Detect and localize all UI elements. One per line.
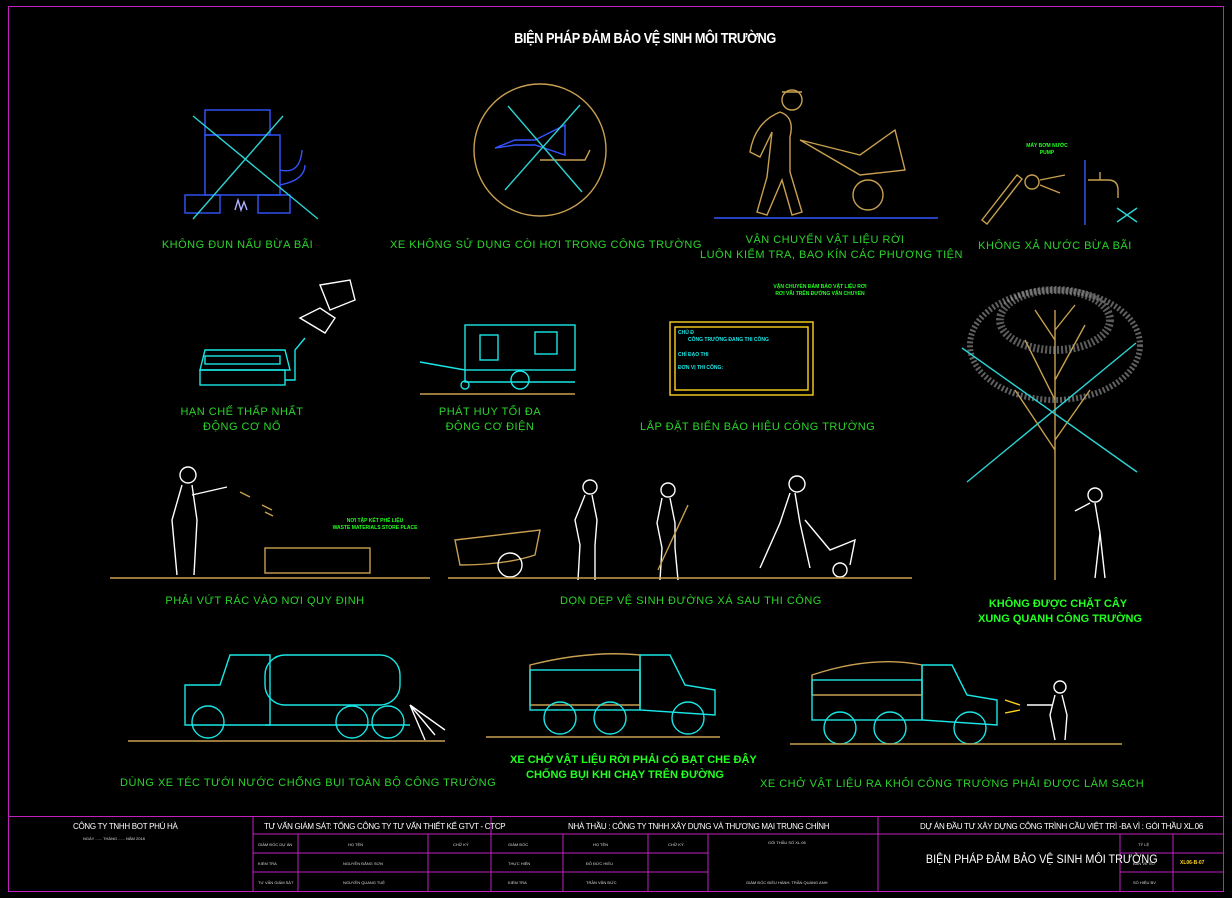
tb-n-package: GÓI THẦU SỐ XL.06 — [768, 840, 806, 845]
title-block: CÔNG TY TNHH BOT PHÚ HÀ NGÀY ...... THÁN… — [8, 816, 1224, 892]
caption-tanker: DÙNG XE TÉC TƯỚI NƯỚC CHỐNG BỤI TOÀN BỘ … — [120, 777, 497, 789]
tb-c-role3: TƯ VẤN GIÁM SÁT — [258, 880, 294, 885]
electric-generator-icon — [419, 324, 576, 395]
caption-waste: PHẢI VỨT RÁC VÀO NƠI QUY ĐỊNH — [165, 595, 365, 607]
caption-no-cooking: KHÔNG ĐUN NẤU BỪA BÃI — [161, 239, 314, 251]
tb-drawing-title: BIỆN PHÁP ĐẢM BẢO VỆ SINH MÔI TRƯỜNG — [925, 852, 1158, 866]
caption-no-horn: XE KHÔNG SỬ DỤNG CÒI HƠI TRONG CÔNG TRƯỜ… — [390, 239, 702, 251]
tb-n-role1: GIÁM ĐỐC — [508, 842, 529, 847]
tb-contractor: NHÀ THẦU : CÔNG TY TNHH XÂY DỰNG VÀ THƯƠ… — [568, 822, 830, 831]
tb-scale: TỶ LỆ — [1138, 842, 1150, 847]
tb-company: CÔNG TY TNHH BOT PHÚ HÀ — [73, 822, 178, 831]
tb-c-name3: NGUYỄN QUANG TUỆ — [343, 880, 385, 885]
tb-project: DỰ ÁN ĐẦU TƯ XÂY DỰNG CÔNG TRÌNH CẦU VIỆ… — [920, 822, 1203, 831]
covered-truck-icon — [486, 653, 720, 738]
tb-n-owner: GIÁM ĐỐC ĐIỀU HÀNH: TRẦN QUANG ANH — [746, 880, 828, 885]
tb-c-role2: KIỂM TRA — [258, 861, 277, 866]
tb-n-role3: KIỂM TRA — [508, 880, 527, 885]
no-horn-icon — [473, 83, 607, 217]
tb-n-col-name: HỌ TÊN — [593, 842, 609, 847]
water-tanker-icon — [128, 654, 446, 742]
combustion-engine-icon — [199, 279, 356, 386]
tb-c-name2: NGUYỄN ĐĂNG SƠN — [343, 861, 383, 866]
drawing-title: BIỆN PHÁP ĐẢM BẢO VỆ SINH MÔI TRƯỜNG — [514, 30, 776, 47]
tb-n-role2: THỰC HIỆN — [508, 861, 531, 866]
title-block-grid — [8, 816, 1224, 892]
signboard-icon — [669, 321, 814, 396]
tb-c-col-sign: CHỮ KÝ — [453, 842, 469, 847]
waste-bin-icon — [110, 466, 430, 579]
caption-no-water: KHÔNG XẢ NƯỚC BỪA BÃI — [978, 240, 1132, 252]
tb-n-col-sign: CHỮ KÝ — [668, 842, 684, 847]
signboard-text: CHỦ Đ CÔNG TRƯỜNG ĐANG THI CÔNG CHỈ ĐẠO … — [678, 330, 769, 371]
wheelbarrow-worker-icon — [714, 89, 938, 219]
caption-cleanup: DỌN DẸP VỆ SINH ĐƯỜNG XÁ SAU THI CÔNG — [560, 595, 822, 607]
caption-clean-truck: XE CHỞ VẬT LIỆU RA KHỎI CÔNG TRƯỜNG PHẢI… — [760, 778, 1145, 790]
tb-sheet: SỐ HIỆU BV — [1133, 880, 1156, 885]
street-cleaning-icon — [448, 475, 912, 581]
truck-washing-icon — [790, 660, 1122, 745]
caption-signboard: LẮP ĐẶT BIỂN BÁO HIỆU CÔNG TRƯỜNG — [640, 421, 876, 433]
tb-drawing-no: BẢN VẼ SỐ — [1133, 861, 1155, 866]
tb-n-name3: TRẦN VĂN ĐỨC — [586, 880, 617, 885]
tb-code: XL06-B-07 — [1180, 860, 1205, 866]
tb-n-name2: ĐỖ ĐỨC HIẾU — [586, 861, 613, 866]
tb-c-col-name: HỌ TÊN — [348, 842, 364, 847]
tb-consultant: TƯ VẤN GIÁM SÁT: TỔNG CÔNG TY TƯ VẤN THI… — [264, 822, 506, 831]
tb-company-date: NGÀY ...... THÁNG ...... NĂM 2018 — [83, 836, 145, 841]
pump-tap-icon — [981, 160, 1138, 225]
stove-kettle-icon — [184, 109, 319, 220]
tb-c-role1: GIÁM ĐỐC DỰ ÁN — [258, 842, 293, 847]
tree-icon — [961, 286, 1143, 580]
